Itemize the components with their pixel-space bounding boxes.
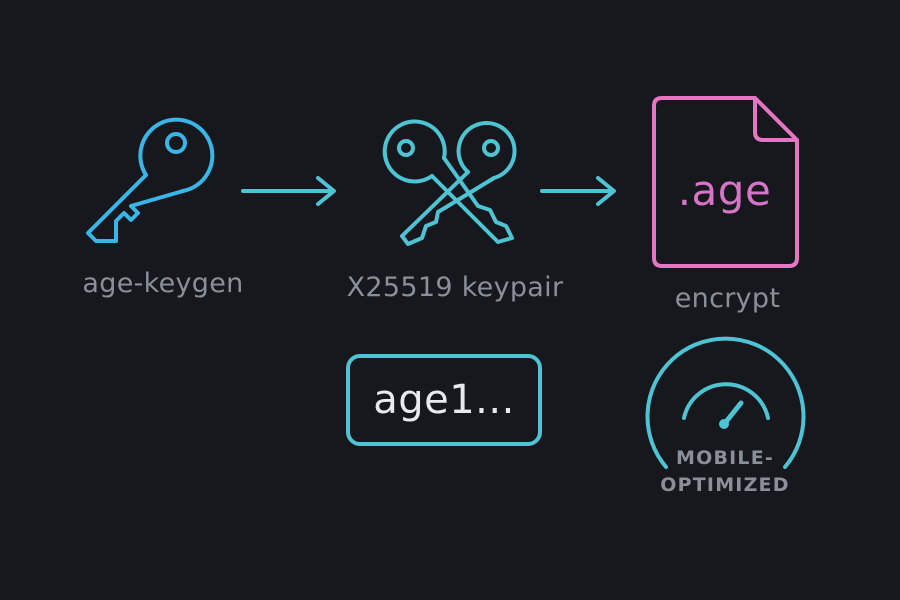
file-extension-label: .age [677,166,772,215]
keygen-label: age-keygen [82,268,244,299]
public-key-text: age1... [373,377,515,423]
mobile-optimized-label-line2: OPTIMIZED [660,474,790,496]
keypair-label: X25519 keypair [346,272,564,303]
mobile-optimized-label-line1: MOBILE- [676,447,774,469]
encrypt-label: encrypt [674,283,781,314]
public-key-box: age1... [346,354,542,446]
